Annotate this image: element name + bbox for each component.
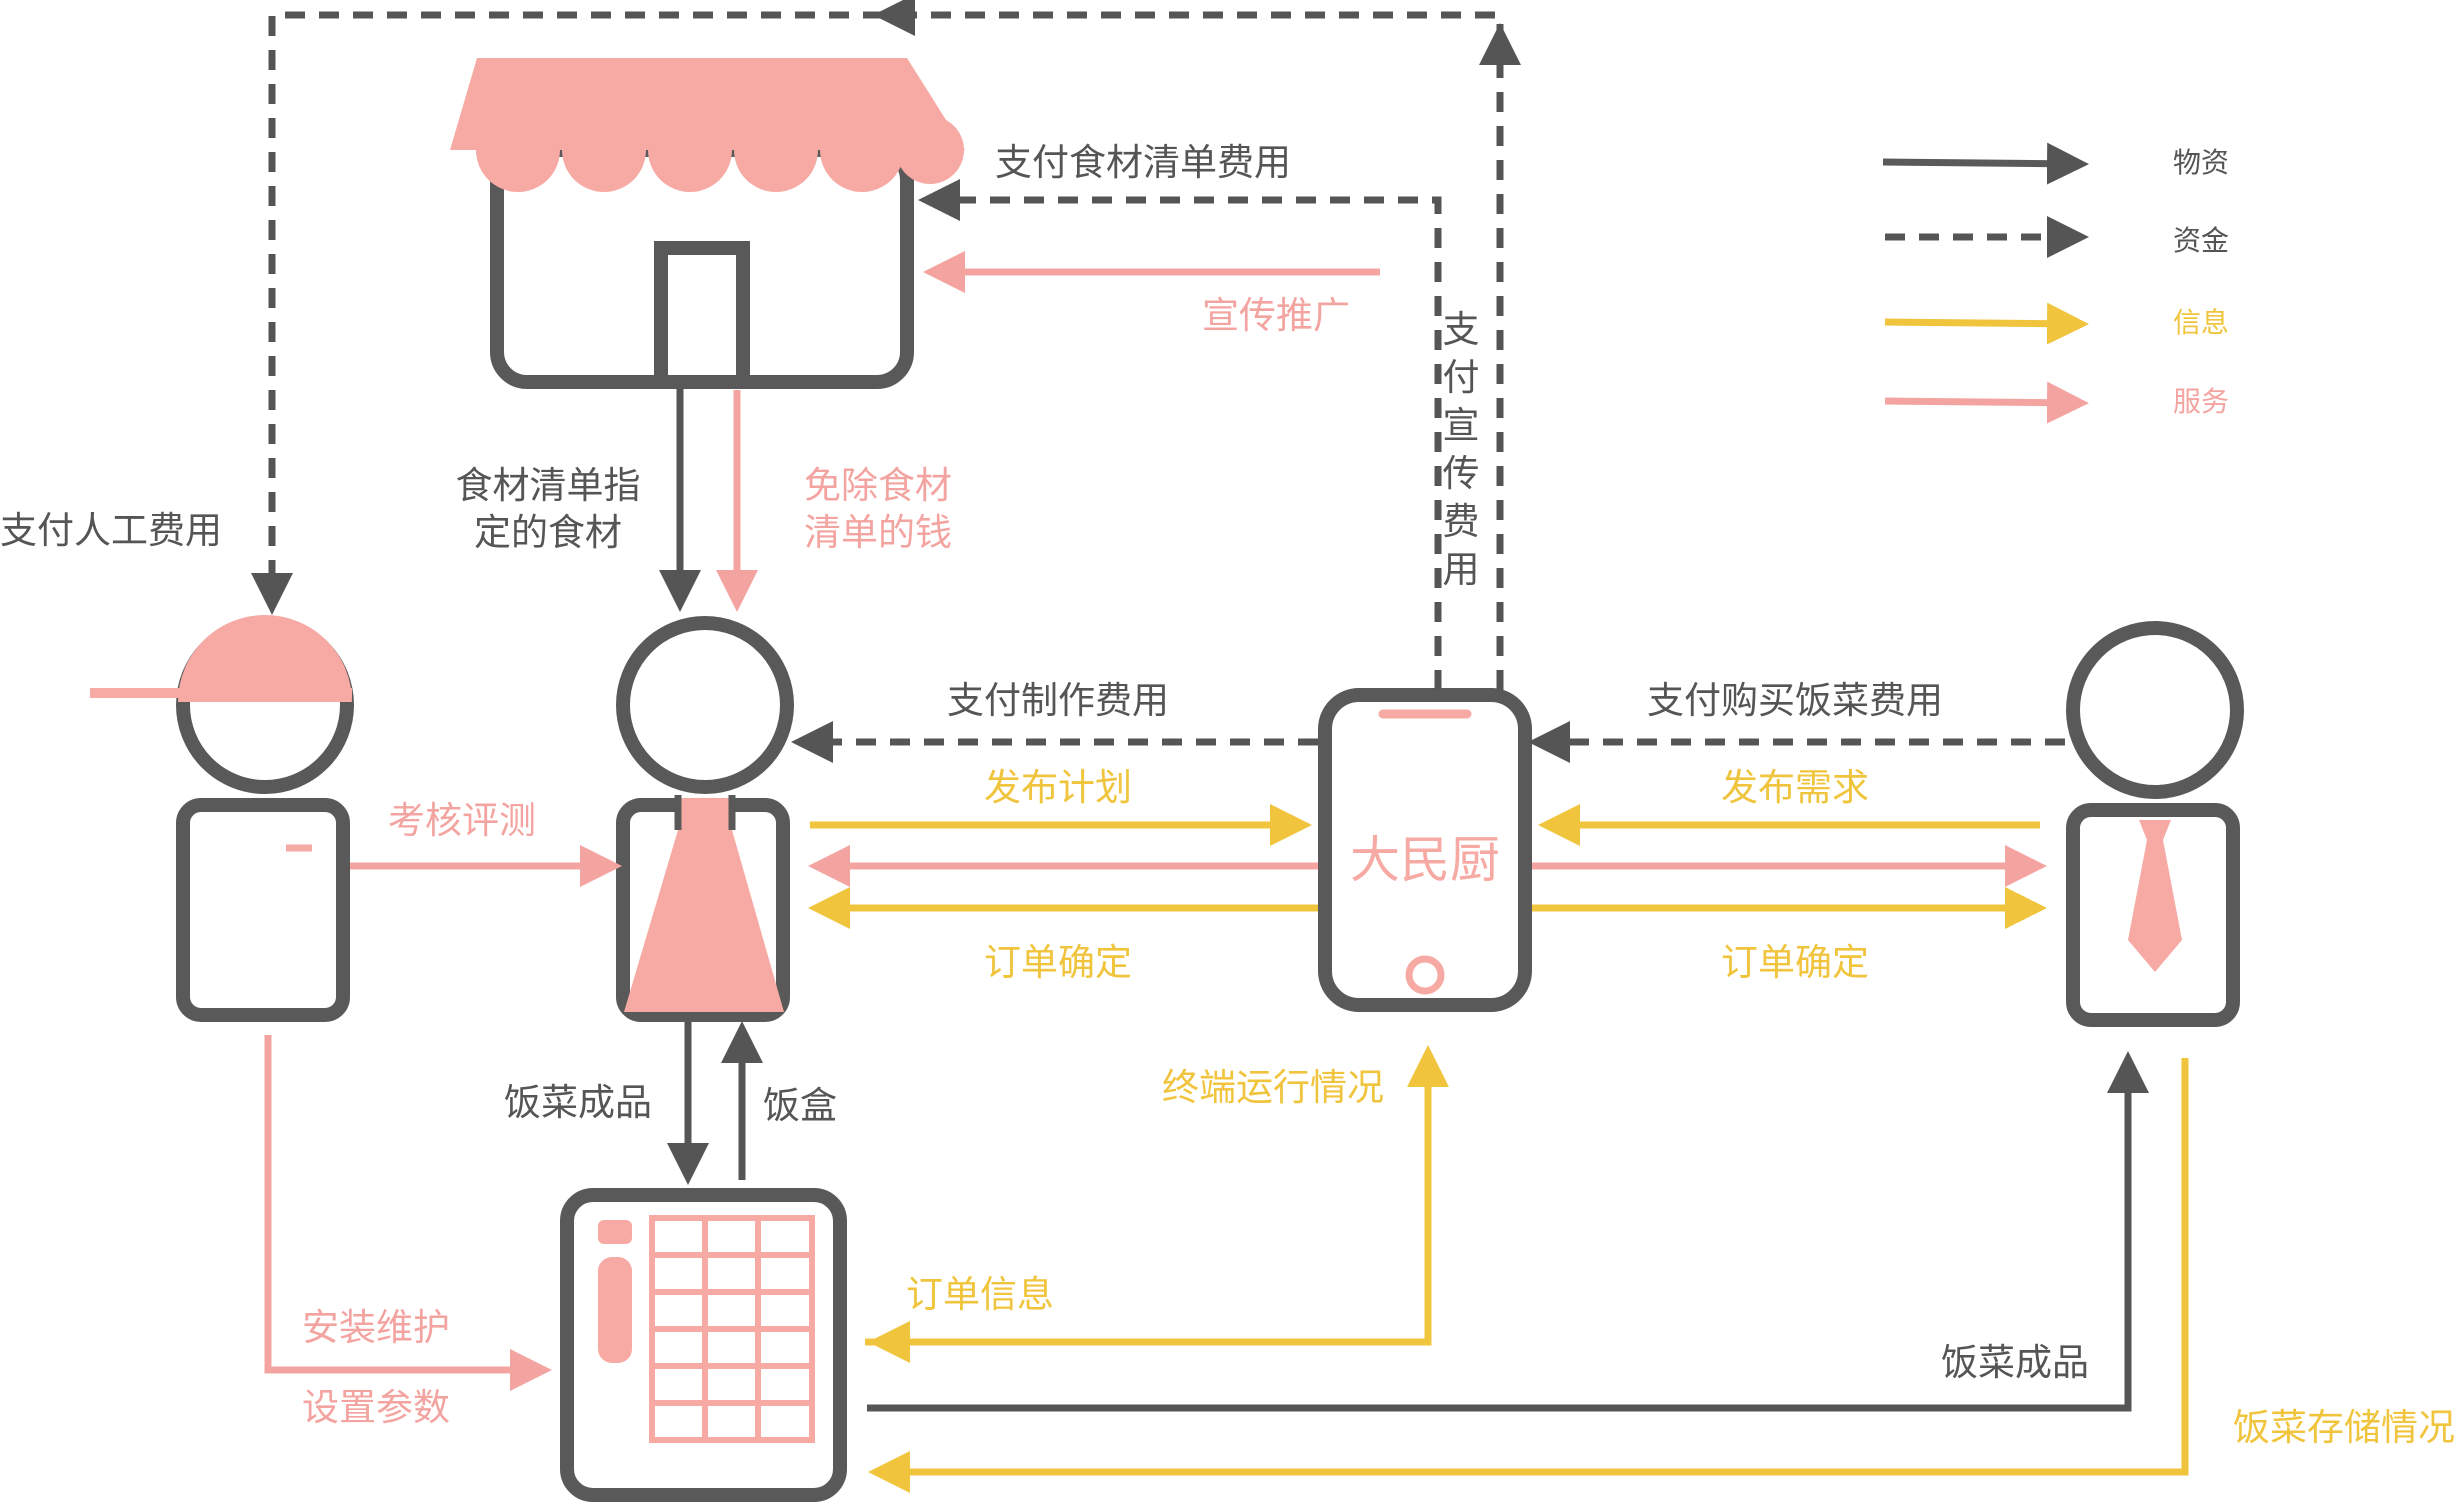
flow-install	[264, 1035, 552, 1391]
flow-order-info-terminal	[865, 1045, 1449, 1346]
label-publish-plan: 发布计划	[984, 766, 1132, 809]
svg-text:用: 用	[1443, 548, 1480, 591]
label-order-info: 订单信息	[906, 1273, 1054, 1316]
svg-text:资金: 资金	[2173, 224, 2229, 257]
flow-storage-status	[868, 1058, 2189, 1493]
label-pay-production: 支付制作费用	[947, 679, 1169, 722]
label-pay-promotion: 支 付 宣 传 费 用	[1443, 308, 1480, 591]
app-name: 大民厨	[1350, 831, 1500, 889]
label-publish-demand: 发布需求	[1721, 766, 1869, 809]
svg-text:付: 付	[1443, 356, 1480, 399]
svg-text:信息: 信息	[2173, 306, 2229, 339]
svg-text:宣: 宣	[1443, 404, 1480, 447]
legend-service: 服务	[1884, 381, 2229, 424]
chef-person-icon	[616, 616, 794, 1022]
label-ingredients-1: 食材清单指	[456, 464, 641, 507]
customer-person-icon	[2066, 621, 2244, 1027]
svg-text:费: 费	[1443, 500, 1480, 543]
label-waive-2: 清单的钱	[804, 511, 952, 554]
legend-material: 物资	[1882, 142, 2229, 185]
flow-finished-dishes-to-customer	[867, 1051, 2149, 1412]
label-terminal-status: 终端运行情况	[1162, 1066, 1384, 1109]
svg-text:支: 支	[1443, 308, 1480, 351]
svg-text:物资: 物资	[2173, 146, 2229, 179]
legend-funds: 资金	[1885, 216, 2229, 258]
legend: 物资 资金 信息 服务	[1882, 142, 2229, 424]
svg-text:服务: 服务	[2173, 385, 2229, 418]
phone-app-icon	[1318, 688, 1532, 1012]
food-locker-icon	[560, 1188, 847, 1502]
store-icon	[450, 58, 965, 389]
label-pay-ingredient-list: 支付食材清单费用	[995, 141, 1291, 184]
label-finished-dishes-left: 饭菜成品	[504, 1081, 652, 1124]
label-waive-1: 免除食材	[804, 464, 952, 507]
label-pay-labor: 支付人工费用	[0, 509, 222, 552]
label-finished-dishes-right: 饭菜成品	[1941, 1341, 2089, 1384]
label-promotion: 宣传推广	[1202, 294, 1350, 337]
technician-person-icon	[90, 615, 354, 1022]
label-assess: 考核评测	[388, 799, 536, 842]
svg-text:传: 传	[1443, 452, 1480, 495]
label-order-confirm-right: 订单确定	[1721, 941, 1869, 984]
label-install-1: 安装维护	[302, 1306, 450, 1349]
label-ingredients-2: 定的食材	[474, 511, 622, 554]
label-install-2: 设置参数	[302, 1386, 450, 1429]
legend-information: 信息	[1884, 302, 2229, 345]
label-order-confirm-left: 订单确定	[984, 941, 1132, 984]
label-lunchbox: 饭盒	[763, 1084, 837, 1127]
flow-pay-ingredient-list	[918, 179, 1442, 690]
label-storage-status: 饭菜存储情况	[2233, 1406, 2455, 1449]
label-pay-purchase: 支付购买饭菜费用	[1647, 679, 1943, 722]
